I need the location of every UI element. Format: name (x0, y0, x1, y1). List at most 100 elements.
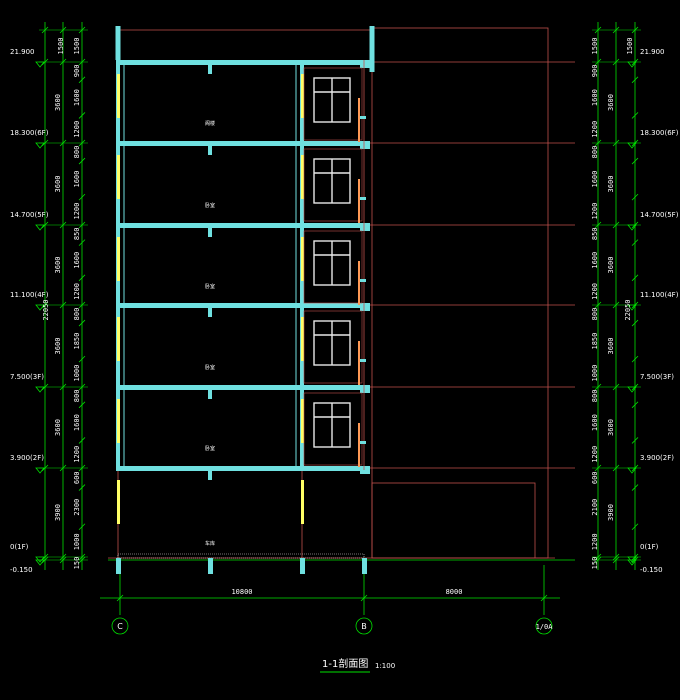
beam (208, 65, 212, 74)
level-label: 11.100(4F) (10, 291, 49, 299)
detail-dim: 800 (73, 308, 81, 321)
level-marker-icon (35, 224, 45, 231)
beam (208, 471, 212, 480)
detail-dim: 150 (591, 557, 599, 570)
axis-label: C (117, 622, 123, 631)
detail-dim: 1200 (73, 203, 81, 220)
floor-slab (116, 223, 368, 228)
dim-tick (78, 76, 86, 84)
beam (208, 146, 212, 155)
detail-dim: 1200 (73, 283, 81, 300)
floor-height-dim: 3600 (54, 176, 62, 193)
ledge (360, 116, 366, 119)
detail-dim: 850 (591, 227, 599, 240)
detail-dim: 1600 (73, 89, 81, 106)
detail-dim: 800 (73, 390, 81, 403)
floor-height-dim: 3600 (607, 338, 615, 355)
window-glazing (117, 237, 120, 281)
level-marker-icon (35, 559, 45, 566)
level-label: 18.300(6F) (10, 129, 49, 137)
detail-dim: 800 (591, 146, 599, 159)
span-dim-label: 8000 (446, 588, 463, 596)
window-glazing (117, 480, 120, 524)
floor-slab (116, 385, 368, 390)
window-frame-outline (303, 310, 363, 384)
detail-dim: 1600 (73, 414, 81, 431)
window-frame-outline (303, 230, 363, 304)
level-label: 0(1F) (10, 543, 29, 551)
level-marker-icon (35, 142, 45, 149)
floor-height-dim: 3600 (607, 176, 615, 193)
level-label: 14.700(5F) (10, 211, 49, 219)
facade-outline (371, 27, 549, 559)
room-label: 卧室 (205, 202, 215, 209)
dim-tick (78, 319, 86, 327)
detail-dim: 1200 (591, 283, 599, 300)
detail-dim: 1500 (73, 38, 81, 55)
room-label: 卧室 (205, 364, 215, 371)
detail-dim: 600 (73, 471, 81, 484)
dim-tick (78, 157, 86, 165)
room-label: 阁楼 (205, 120, 215, 127)
total-height-dim: 22050 (42, 299, 50, 320)
window-glazing (301, 155, 304, 199)
level-marker-icon (35, 386, 45, 393)
dim-tick (116, 594, 124, 602)
beam (208, 390, 212, 399)
detail-dim: 800 (591, 390, 599, 403)
total-height-dim: 22050 (624, 299, 632, 320)
ledge (360, 441, 366, 444)
railing (358, 179, 360, 223)
floor-height-dim: 3600 (607, 257, 615, 274)
level-label: 14.700(5F) (640, 211, 679, 219)
window-glazing (117, 399, 120, 443)
dim-tick (631, 401, 639, 409)
dim-tick (78, 193, 86, 201)
detail-dim: 800 (73, 146, 81, 159)
level-marker-icon (627, 142, 637, 149)
level-label: 7.500(3F) (640, 373, 674, 381)
room-label: 车库 (205, 540, 215, 547)
detail-dim: 2300 (73, 499, 81, 516)
floor-height-dim: 3900 (54, 504, 62, 521)
detail-dim: 1850 (73, 333, 81, 350)
level-marker-icon (627, 556, 637, 563)
level-label: 3.900(2F) (10, 454, 44, 462)
detail-dim: 1200 (591, 203, 599, 220)
span-dim-label: 10800 (231, 588, 252, 596)
dim-tick (78, 484, 86, 491)
floor-height-dim: 3600 (607, 419, 615, 436)
detail-dim: 600 (591, 471, 599, 484)
axis-label: B (361, 622, 367, 631)
level-marker-icon (627, 559, 637, 566)
floor-slab (116, 141, 368, 146)
dim-tick (631, 274, 639, 282)
railing (358, 341, 360, 385)
detail-dim: 1600 (591, 89, 599, 106)
dim-tick (631, 239, 639, 246)
level-label: 0(1F) (640, 543, 659, 551)
level-marker-icon (35, 556, 45, 563)
foundation-column (362, 558, 367, 574)
window-glazing (117, 74, 120, 118)
level-label: 3.900(2F) (640, 454, 674, 462)
floor-slab (116, 303, 368, 308)
detail-dim: 1500 (591, 38, 599, 55)
level-label: 21.900 (640, 48, 665, 56)
ledge (360, 197, 366, 200)
floor-slab (116, 60, 368, 65)
dim-tick (78, 437, 86, 444)
beam (208, 308, 212, 317)
floor-height-dim: 3600 (54, 257, 62, 274)
dim-tick (360, 594, 368, 602)
beam (360, 466, 370, 474)
level-label: -0.150 (640, 566, 663, 574)
railing (358, 261, 360, 305)
detail-dim: 1000 (73, 365, 81, 382)
detail-dim: 1200 (73, 121, 81, 138)
detail-dim: 1500 (626, 38, 634, 55)
detail-dim: 900 (591, 65, 599, 78)
level-marker-icon (627, 467, 637, 474)
detail-dim: 1200 (591, 121, 599, 138)
